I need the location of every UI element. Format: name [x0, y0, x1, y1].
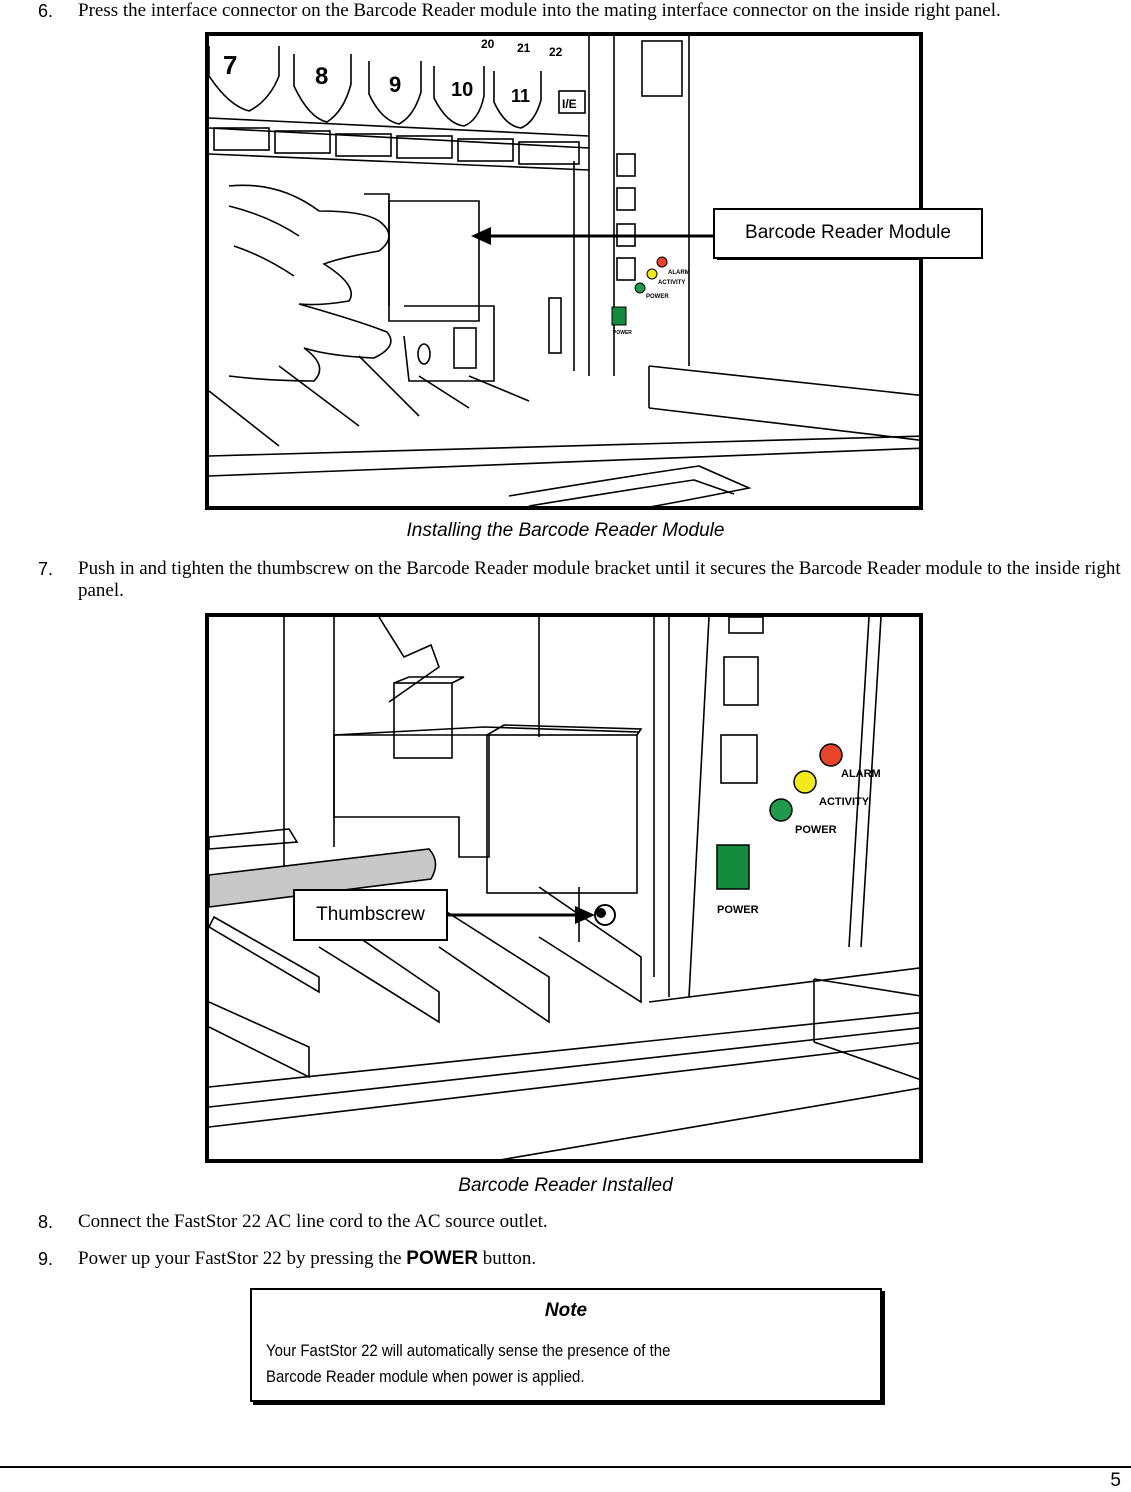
roller — [209, 848, 437, 908]
power-led-label: POWER — [646, 294, 669, 300]
slot-label: 9 — [389, 72, 401, 97]
power-button-label: POWER — [717, 904, 759, 916]
activity-label: ACTIVITY — [658, 280, 685, 286]
power-led — [634, 282, 646, 294]
power-button-label: POWER — [613, 330, 632, 336]
step-text: Press the interface connector on the Bar… — [78, 0, 1001, 21]
step-text-part: Power up your FastStor 22 by pressing th… — [78, 1248, 407, 1269]
step-text: Connect the FastStor 22 AC line cord to … — [78, 1211, 548, 1232]
callout-barcode-reader-module-label: Barcode Reader Module — [713, 208, 983, 259]
slot-label: 21 — [517, 41, 531, 55]
step-number: 6. — [38, 1, 54, 21]
power-button — [716, 844, 750, 890]
alarm-label: ALARM — [668, 270, 690, 276]
alarm-led — [656, 256, 668, 268]
figure-installing-module: 7 8 9 10 11 20 21 22 I/E ALARM ACTIVITY … — [205, 32, 923, 510]
power-button — [611, 306, 627, 326]
slot-label: 7 — [223, 50, 237, 80]
note-box: Note Your FastStor 22 will automatically… — [250, 1288, 882, 1402]
activity-led — [793, 770, 817, 794]
slot-label: 11 — [511, 86, 530, 106]
callout-thumbscrew: Thumbscrew — [293, 889, 448, 941]
installed-illustration: ALARM ACTIVITY POWER POWER — [209, 617, 919, 1159]
note-title: Note — [544, 1300, 588, 1321]
power-led-label: POWER — [795, 824, 837, 836]
note-line: Your FastStor 22 will automatically sens… — [266, 1341, 671, 1360]
ie-label: I/E — [562, 97, 577, 111]
activity-label: ACTIVITY — [819, 796, 870, 808]
power-led — [769, 798, 793, 822]
note-body: Your FastStor 22 will automatically sens… — [266, 1338, 794, 1390]
power-emphasis: POWER — [406, 1248, 479, 1269]
slot-label: 10 — [451, 79, 473, 101]
slot-label: 20 — [481, 37, 495, 51]
step-text: Push in and tighten the thumbscrew on th… — [78, 558, 1121, 601]
installing-illustration: 7 8 9 10 11 20 21 22 I/E ALARM ACTIVITY … — [209, 36, 919, 506]
step-text-part: button. — [478, 1248, 537, 1269]
step-number: 7. — [38, 559, 54, 579]
figure-caption: Barcode Reader Installed — [458, 1175, 673, 1196]
page-number: 5 — [1110, 1470, 1121, 1491]
figure-module-installed: ALARM ACTIVITY POWER POWER Thumbscrew — [205, 613, 923, 1163]
activity-led — [646, 268, 658, 280]
slot-label: 22 — [549, 45, 563, 59]
alarm-led — [819, 743, 843, 767]
step-text: Power up your FastStor 22 by pressing th… — [78, 1248, 1123, 1270]
footer-rule — [0, 1466, 1131, 1468]
slot-label: 8 — [315, 63, 328, 90]
figure-caption: Installing the Barcode Reader Module — [406, 520, 725, 541]
step-number: 9. — [38, 1249, 54, 1269]
note-line: Barcode Reader module when power is appl… — [266, 1367, 585, 1386]
alarm-label: ALARM — [841, 768, 881, 780]
step-number: 8. — [38, 1212, 54, 1232]
